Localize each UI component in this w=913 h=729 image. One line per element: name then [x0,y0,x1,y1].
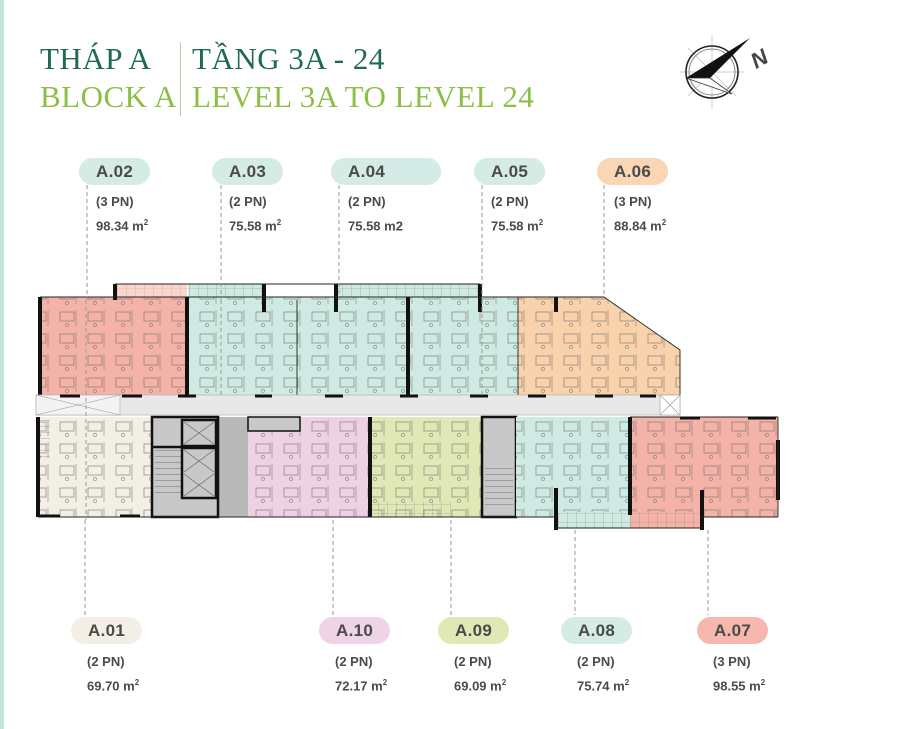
unit-label-A01[interactable]: A.01 (2 PN) 69.70 m2 [71,617,143,696]
edge-accent-bar [0,0,4,729]
unit-bedrooms: (2 PN) [348,194,386,209]
unit-label-A06[interactable]: A.06 (3 PN) 88.84 m2 [597,158,669,236]
unit-id-pill: A.09 [438,617,510,644]
unit-label-A05[interactable]: A.05 (2 PN) 75.58 m2 [474,158,546,236]
unit-bedrooms: (2 PN) [454,654,492,669]
unit-A05-plan [408,284,518,395]
unit-area: 75.58 m2 [491,218,544,234]
unit-id-pill: A.04 [331,158,442,185]
unit-label-A09[interactable]: A.09 (2 PN) 69.09 m2 [438,617,510,696]
unit-id-pill: A.07 [697,617,769,644]
unit-A10-plan [247,416,370,517]
unit-A03-plan [188,284,334,395]
unit-label-A02[interactable]: A.02 (3 PN) 98.34 m2 [79,158,151,236]
unit-area: 69.70 m2 [87,678,140,694]
unit-bedrooms: (3 PN) [614,194,652,209]
unit-area: 69.09 m2 [454,678,507,694]
unit-A06-plan [518,297,680,395]
title-divider [180,42,181,116]
unit-bedrooms: (2 PN) [491,194,529,209]
unit-label-A08[interactable]: A.08 (2 PN) 75.74 m2 [561,617,633,696]
unit-id-pill: A.02 [79,158,151,185]
unit-bedrooms: (3 PN) [713,654,751,669]
compass-north-icon: N [680,32,780,112]
unit-bedrooms: (2 PN) [229,194,267,209]
title-tower-vi: THÁP A [40,41,152,76]
unit-area: 98.55 m2 [713,678,766,694]
unit-bedrooms: (2 PN) [335,654,373,669]
corridor [35,394,681,416]
unit-id-pill: A.01 [71,617,143,644]
unit-area: 88.84 m2 [614,218,667,234]
unit-label-A07[interactable]: A.07 (3 PN) 98.55 m2 [697,617,769,696]
unit-area: 75.74 m2 [577,678,630,694]
unit-label-A03[interactable]: A.03 (2 PN) 75.58 m2 [212,158,284,236]
unit-id-pill: A.10 [319,617,391,644]
unit-label-A10[interactable]: A.10 (2 PN) 72.17 m2 [319,617,391,696]
unit-A01-plan [38,417,152,517]
unit-bedrooms: (2 PN) [577,654,615,669]
unit-label-A04[interactable]: A.04 (2 PN) 75.58 m2 [331,158,442,236]
unit-A08-plan [516,417,630,528]
title-level-vi: TẦNG 3A - 24 [192,41,385,76]
unit-id-pill: A.03 [212,158,284,185]
unit-A02-plan [40,284,188,395]
unit-area: 98.34 m2 [96,218,149,234]
core-elevators-stairs [150,415,248,519]
unit-id-pill: A.08 [561,617,633,644]
unit-A09-plan [370,417,482,517]
title-level-en: LEVEL 3A TO LEVEL 24 [192,79,535,114]
unit-id-pill: A.06 [597,158,669,185]
unit-area: 72.17 m2 [335,678,388,694]
unit-bedrooms: (2 PN) [87,654,125,669]
unit-A04-plan [334,284,408,395]
unit-id-pill: A.05 [474,158,546,185]
unit-bedrooms: (3 PN) [96,194,134,209]
core-stair-2 [480,415,518,519]
unit-area: 75.58 m2 [348,218,403,234]
title-tower-en: BLOCK A [40,79,177,114]
unit-area: 75.58 m2 [229,218,282,234]
